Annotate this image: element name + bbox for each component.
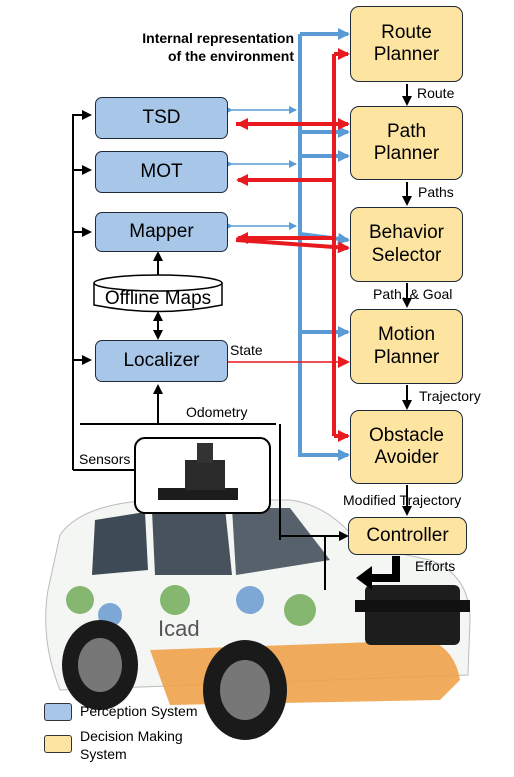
path-goal-label: Path, & Goal bbox=[373, 286, 453, 302]
legend-perception-label: Perception System bbox=[80, 703, 198, 719]
odometry-label: Odometry bbox=[186, 404, 248, 420]
mapper-box: Mapper bbox=[95, 212, 228, 252]
legend-decision-swatch bbox=[44, 735, 72, 753]
localizer-box: Localizer bbox=[95, 340, 228, 382]
blue-trunk bbox=[298, 34, 350, 461]
controller-box: Controller bbox=[348, 517, 467, 555]
path-planner-box: Path Planner bbox=[350, 106, 463, 180]
offline-maps-cylinder bbox=[93, 274, 223, 313]
offline-maps-label: Offline Maps bbox=[104, 288, 212, 309]
trajectory-label: Trajectory bbox=[419, 388, 481, 404]
efforts-arrow bbox=[356, 556, 400, 590]
motion-planner-box: Motion Planner bbox=[350, 309, 463, 384]
route-planner-box: Route Planner bbox=[350, 6, 463, 82]
efforts-label: Efforts bbox=[415, 558, 456, 574]
route-label: Route bbox=[417, 85, 455, 101]
sensors-label: Sensors bbox=[79, 451, 131, 467]
diagram-title: Internal representation of the environme… bbox=[142, 30, 294, 64]
obstacle-avoider-box: Obstacle Avoider bbox=[350, 410, 463, 484]
mot-box: MOT bbox=[95, 151, 228, 193]
modified-trajectory-label: Modified Trajectory bbox=[343, 492, 462, 508]
state-label: State bbox=[230, 342, 263, 358]
legend-decision-label: Decision Making System bbox=[80, 728, 183, 762]
tsd-box: TSD bbox=[95, 97, 228, 139]
behavior-selector-box: Behavior Selector bbox=[350, 207, 463, 282]
legend-perception-swatch bbox=[44, 703, 72, 721]
car-brand-text: Icad bbox=[158, 616, 200, 641]
paths-label: Paths bbox=[418, 184, 454, 200]
